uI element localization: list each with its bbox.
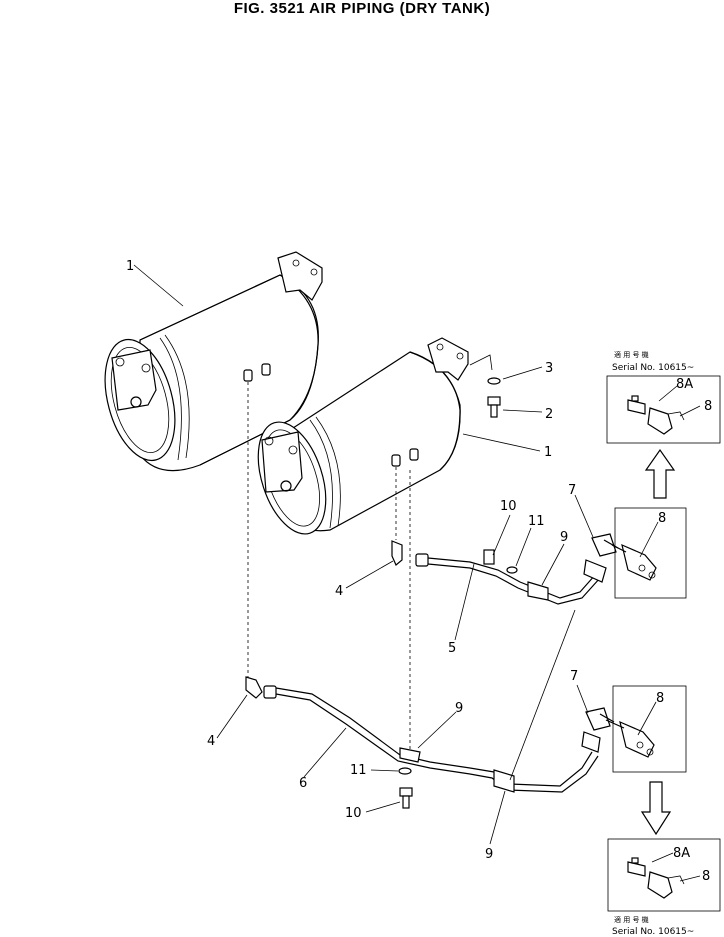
tank-left [104,251,323,680]
inset-bottom-label-b: 8 [702,869,710,884]
callout-tube-upper: 5 [448,641,456,656]
inset-bottom-label-a: 8A [673,846,690,861]
inset-bottom-kanji: 適 用 号 機 [614,915,649,924]
valve-upper-box [611,507,687,599]
callout-elbow-upper: 4 [335,584,343,599]
figure-title: FIG. 3521 AIR PIPING (DRY TANK) [233,0,491,17]
callout-bolt: 2 [545,407,553,422]
callout-elbow7-lower: 7 [570,669,578,684]
tube-upper [391,533,619,605]
inset-bottom-serial: Serial No. 10615~ [612,927,694,937]
inset-top-serial: Serial No. 10615~ [612,363,694,373]
arrow-up [644,448,676,499]
callout-tube-lower: 6 [299,776,307,791]
callout-elbow-lower: 4 [207,734,215,749]
inset-top-kanji: 適 用 号 機 [614,350,649,359]
callout-clamp-lower: 9 [485,847,493,862]
inset-top [606,375,721,444]
arrow-down [640,781,672,836]
callout-bolt10-upper: 10 [500,499,517,514]
valve-lower-box [605,685,687,773]
inset-top-label-a: 8A [676,377,693,392]
callout-valve-upper: 8 [658,511,666,526]
bolt-and-washer [469,354,501,418]
inset-bottom [607,838,721,912]
callout-tank-right: 1 [544,445,552,460]
tank-right [257,337,469,755]
callout-washer11-lower: 11 [350,763,367,778]
callout-clamp-mid: 9 [455,701,463,716]
callout-tank-left: 1 [126,259,134,274]
inset-top-label-b: 8 [704,399,712,414]
callout-bolt10-lower: 10 [345,806,362,821]
callout-washer: 3 [545,361,553,376]
tube-lower [245,609,615,809]
callout-washer11-upper: 11 [528,514,545,529]
leader-lines [133,264,701,882]
callout-clamp-upper: 9 [560,530,568,545]
callout-elbow7-upper: 7 [568,483,576,498]
callout-valve-lower: 8 [656,691,664,706]
